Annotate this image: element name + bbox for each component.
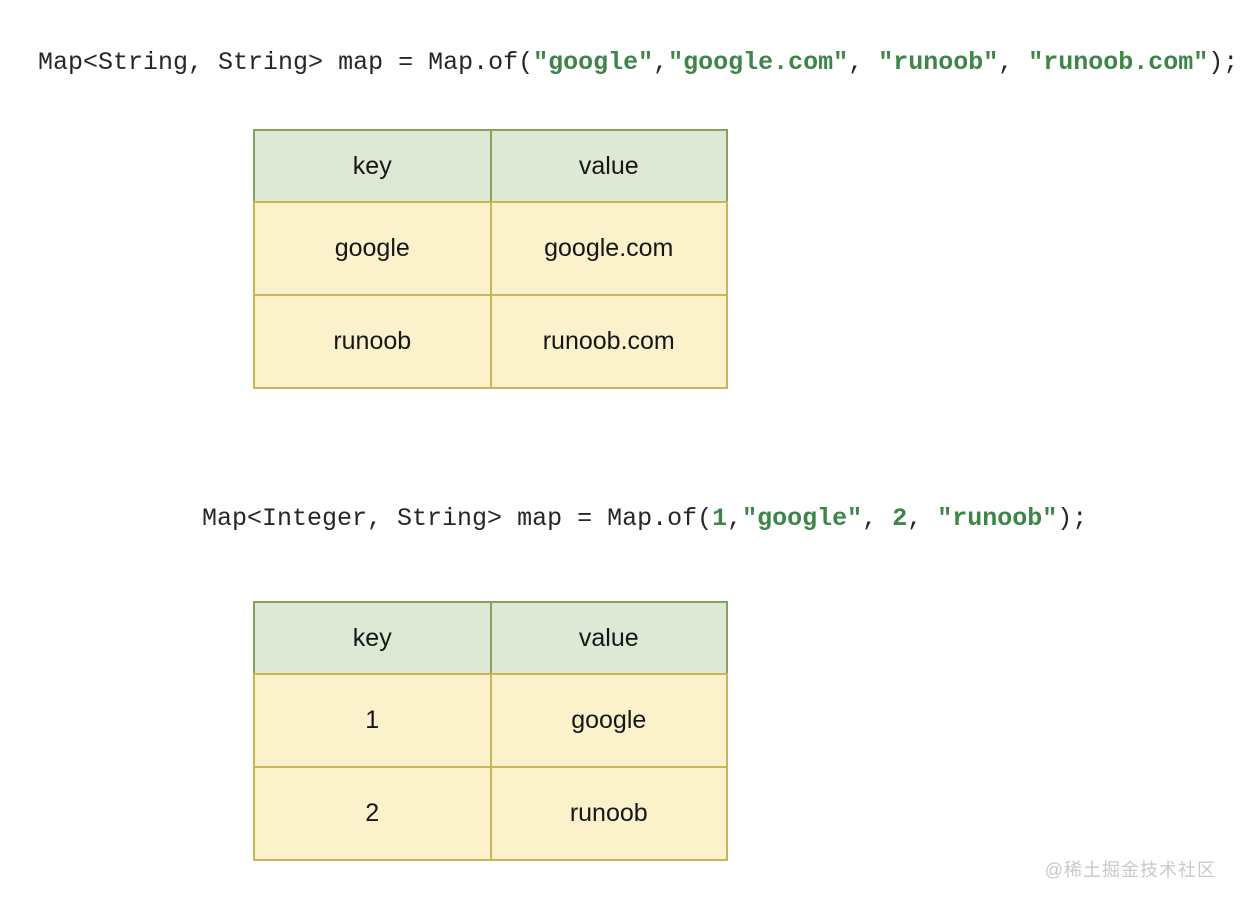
column-header-value: value [489, 129, 728, 203]
table-row: google google.com [253, 201, 728, 296]
code-segment: ); [1057, 504, 1088, 533]
column-header-key: key [253, 601, 492, 675]
code-number-literal: 2 [892, 504, 908, 533]
code-string-literal: "google" [533, 48, 654, 77]
code-string-literal: "runoob.com" [1028, 48, 1209, 77]
code-string-literal: "google.com" [668, 48, 849, 77]
key-cell: runoob [253, 294, 492, 389]
key-cell: 1 [253, 673, 492, 768]
code-string-literal: "google" [742, 504, 863, 533]
table-row: 2 runoob [253, 766, 728, 861]
code-segment: Map<Integer, String> map = Map.of( [202, 504, 713, 533]
value-cell: runoob [489, 766, 728, 861]
column-header-value: value [489, 601, 728, 675]
value-cell: google [489, 673, 728, 768]
code-segment: , [653, 48, 669, 77]
code-string-literal: "runoob" [937, 504, 1058, 533]
value-cell: runoob.com [489, 294, 728, 389]
code-line-map-integer-string: Map<Integer, String> map = Map.of(1,"goo… [172, 480, 1087, 532]
table-row: 1 google [253, 673, 728, 768]
watermark-text: @稀土掘金技术社区 [1044, 860, 1216, 880]
table-header-row: key value [253, 601, 728, 675]
code-segment: , [862, 504, 893, 533]
column-header-key: key [253, 129, 492, 203]
table-header-row: key value [253, 129, 728, 203]
code-number-literal: 1 [712, 504, 728, 533]
code-segment: , [907, 504, 938, 533]
map-integer-string-table: key value 1 google 2 runoob [253, 601, 728, 861]
value-cell: google.com [489, 201, 728, 296]
code-segment: ); [1208, 48, 1239, 77]
code-string-literal: "runoob" [878, 48, 999, 77]
table-row: runoob runoob.com [253, 294, 728, 389]
key-cell: google [253, 201, 492, 296]
key-cell: 2 [253, 766, 492, 861]
code-segment: , [848, 48, 879, 77]
code-segment: , [727, 504, 743, 533]
map-string-string-table: key value google google.com runoob runoo… [253, 129, 728, 389]
code-segment: Map<String, String> map = Map.of( [38, 48, 534, 77]
code-segment: , [998, 48, 1029, 77]
code-line-map-string-string: Map<String, String> map = Map.of("google… [8, 24, 1238, 76]
